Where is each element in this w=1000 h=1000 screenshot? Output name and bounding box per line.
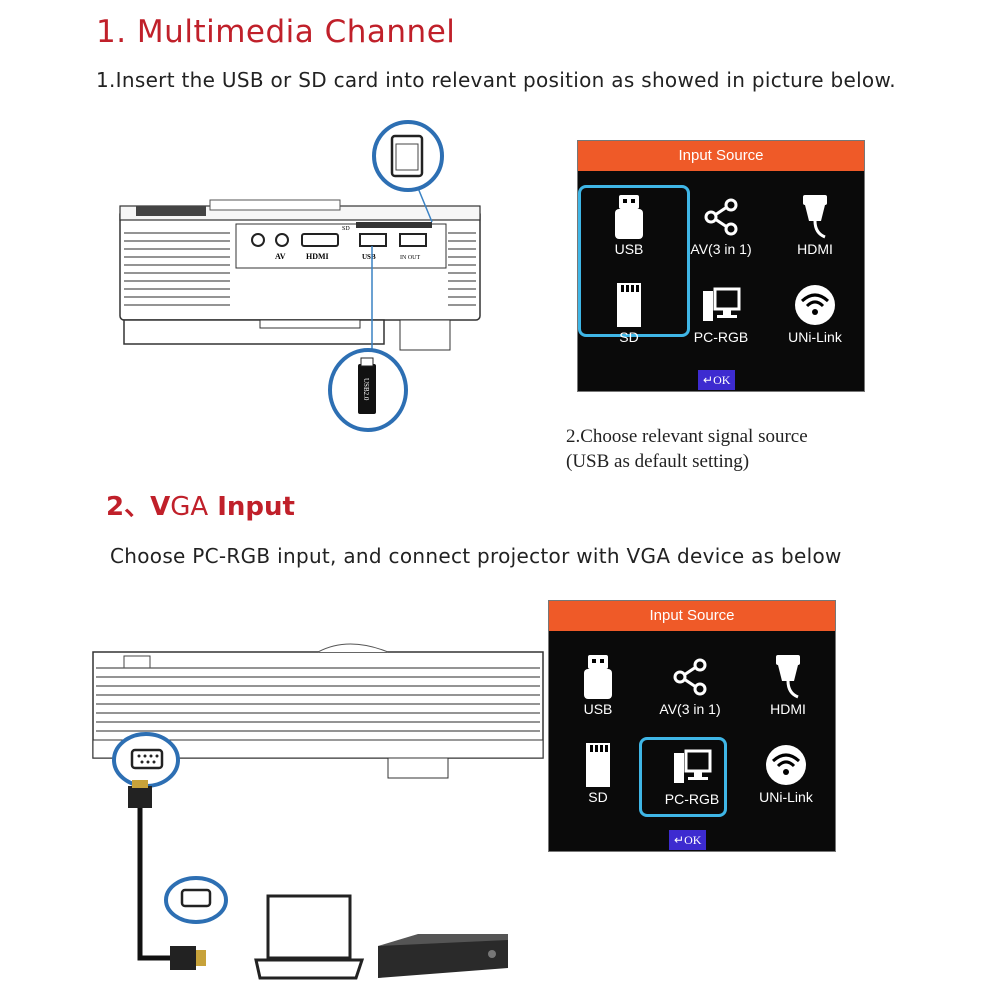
panel2-item-av-label: AV(3 in 1) <box>659 701 721 717</box>
panel2-item-sd-label: SD <box>588 789 608 805</box>
section2-instruction: Choose PC-RGB input, and connect project… <box>110 544 842 568</box>
port-label-av: AV <box>275 252 286 261</box>
desktop-computer-icon <box>674 749 712 783</box>
panel1-title: Input Source <box>578 141 864 171</box>
section2-title-mid: GA <box>170 492 209 522</box>
share-nodes-icon <box>704 198 738 236</box>
desktop-computer-icon <box>703 287 741 321</box>
port-label-in-out: IN OUT <box>400 255 420 261</box>
panel2-item-usb-label: USB <box>583 701 613 717</box>
panel1-item-av-label: AV(3 in 1) <box>690 241 752 257</box>
panel2-item-hdmi-label: HDMI <box>770 701 806 717</box>
panel1-item-pc-rgb[interactable]: PC-RGB <box>676 277 766 361</box>
usb-icon <box>584 655 612 699</box>
usb-icon <box>615 195 643 239</box>
panel1-selection-highlight <box>578 185 690 337</box>
section2-title-suffix: Input <box>208 492 295 522</box>
panel2-item-pc-rgb[interactable]: PC-RGB <box>647 739 737 823</box>
panel1-item-hdmi-label: HDMI <box>797 241 833 257</box>
source-note: 2.Choose relevant signal source (USB as … <box>566 424 808 474</box>
panel1-ok-button[interactable]: ↵OK <box>698 370 736 390</box>
panel1-item-uni-link-label: UNi-Link <box>788 329 842 345</box>
sd-card-icon <box>586 743 610 787</box>
hdmi-cable-icon <box>776 655 800 699</box>
panel1-item-sd-label: SD <box>619 329 639 345</box>
panel2-ok-button[interactable]: ↵OK <box>669 830 707 850</box>
panel2-item-uni-link-label: UNi-Link <box>759 789 813 805</box>
projector-usb-sd-illustration: AV HDMI USB IN OUT SD USB2.0 <box>119 120 481 432</box>
section1-instruction: 1.Insert the USB or SD card into relevan… <box>96 68 896 92</box>
enter-arrow-icon: ↵ <box>703 373 714 387</box>
hdmi-cable-icon <box>803 195 827 239</box>
panel2-title: Input Source <box>549 601 835 631</box>
source-note-line1: 2.Choose relevant signal source <box>566 426 808 447</box>
usb-stick-label: USB2.0 <box>362 378 370 401</box>
section2-title: 2、VGA Input <box>106 486 295 523</box>
port-label-usb: USB <box>362 253 376 261</box>
input-source-panel-2: Input Source USB AV(3 in 1) HDMI SD PC-R… <box>548 600 836 852</box>
wifi-icon <box>795 285 835 325</box>
panel2-ok-label: OK <box>684 833 702 847</box>
panel2-item-uni-link[interactable]: UNi-Link <box>741 737 831 821</box>
source-note-line2: (USB as default setting) <box>566 451 750 472</box>
projector-vga-illustration <box>92 643 544 980</box>
panel2-item-pc-rgb-label: PC-RGB <box>664 791 720 807</box>
share-nodes-icon <box>673 658 707 696</box>
panel1-item-usb-label: USB <box>614 241 644 257</box>
panel1-item-pc-rgb-label: PC-RGB <box>693 329 749 345</box>
panel1-ok-label: OK <box>713 373 731 387</box>
panel2-selection-highlight <box>639 737 727 817</box>
enter-arrow-icon: ↵ <box>674 833 685 847</box>
input-source-panel-1: Input Source USB AV(3 in 1) HDMI SD PC-R… <box>577 140 865 392</box>
wifi-icon <box>766 745 806 785</box>
panel1-item-usb[interactable]: USB <box>584 189 674 273</box>
panel2-item-hdmi[interactable]: HDMI <box>743 649 833 733</box>
panel1-item-uni-link[interactable]: UNi-Link <box>770 277 860 361</box>
port-label-sd: SD <box>342 226 350 232</box>
section1-title: 1. Multimedia Channel <box>96 14 456 50</box>
sd-card-icon <box>617 283 641 327</box>
panel1-item-av[interactable]: AV(3 in 1) <box>676 189 766 273</box>
port-label-hdmi: HDMI <box>306 252 329 261</box>
panel2-item-av[interactable]: AV(3 in 1) <box>645 649 735 733</box>
section2-title-prefix: 2、V <box>106 492 171 522</box>
panel2-item-sd[interactable]: SD <box>553 737 643 821</box>
panel1-item-sd[interactable]: SD <box>584 277 674 361</box>
panel2-item-usb[interactable]: USB <box>553 649 643 733</box>
panel1-item-hdmi[interactable]: HDMI <box>770 189 860 273</box>
